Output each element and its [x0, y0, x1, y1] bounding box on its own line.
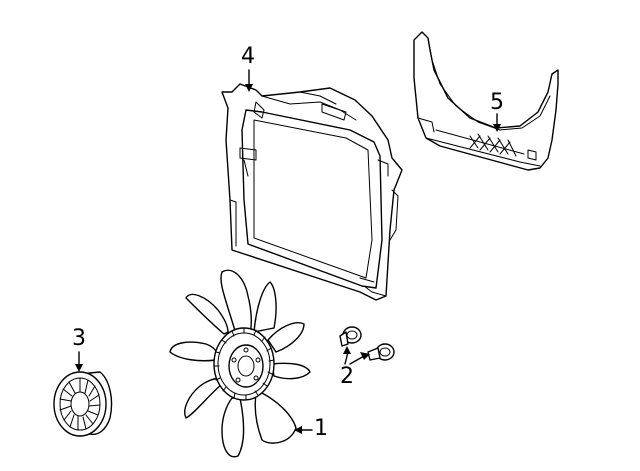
cooling-fan — [169, 269, 311, 458]
callout-1: 1 — [314, 416, 328, 441]
fan-shroud — [221, 83, 403, 301]
leader-3 — [75, 351, 83, 372]
fan-clutch — [53, 371, 113, 437]
leader-1 — [294, 426, 313, 434]
callout-5: 5 — [490, 90, 504, 115]
lower-fan-shroud — [413, 31, 559, 171]
bolt-lower — [367, 343, 395, 361]
callout-3: 3 — [72, 326, 86, 351]
callout-2: 2 — [340, 364, 354, 389]
leader-2 — [343, 346, 370, 365]
bolt-upper — [339, 326, 362, 347]
leader-5 — [493, 113, 501, 132]
leader-4 — [245, 69, 253, 92]
callout-4: 4 — [241, 44, 255, 69]
